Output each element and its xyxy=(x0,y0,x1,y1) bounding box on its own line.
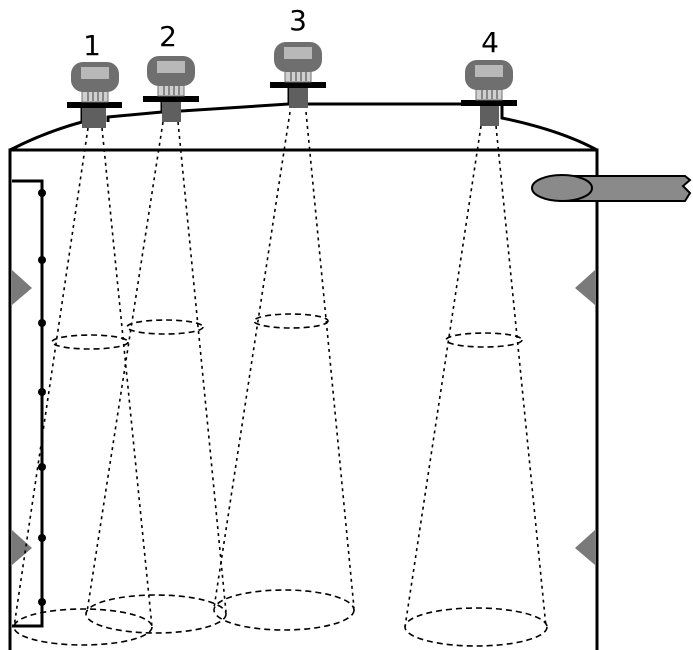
radar-level-sensor-icon xyxy=(71,62,119,103)
sensor-4: 4 xyxy=(461,26,517,126)
sensor-3: 3 xyxy=(270,4,326,108)
probe-dot xyxy=(38,598,46,606)
beam-1-bottom-ellipse xyxy=(13,608,153,646)
baffle-triangle-icon xyxy=(575,530,595,565)
pipe-body xyxy=(559,175,692,202)
beam-1-left-edge xyxy=(13,127,89,628)
baffle-triangle-icon xyxy=(12,530,32,565)
sensor-2-window xyxy=(157,61,185,73)
sensor-3-nozzle xyxy=(289,84,308,108)
stilling-pipe xyxy=(12,179,46,628)
wall-baffles xyxy=(12,270,595,565)
probe-dot xyxy=(38,534,46,542)
inlet-pipe-icon xyxy=(531,174,692,202)
sensor-1-flange xyxy=(67,102,122,108)
beam-3-left-edge xyxy=(213,111,291,609)
probe-dot xyxy=(38,189,46,197)
sensor-1-window xyxy=(81,67,109,79)
beam-3-right-edge xyxy=(305,111,355,609)
tank-wall xyxy=(8,148,599,650)
sensor-2-label: 2 xyxy=(159,20,177,53)
tank-roof xyxy=(9,86,598,152)
beam-3-bottom-ellipse xyxy=(213,589,355,631)
sensor-3-flange xyxy=(270,82,326,88)
beam-2-left-edge xyxy=(86,121,164,613)
beam-3-mid-ellipse xyxy=(253,313,329,329)
beam-4-mid-ellipse xyxy=(445,332,523,348)
sensor-2: 2 xyxy=(143,20,199,122)
radar-level-sensor-icon xyxy=(274,42,322,83)
beam-2-right-edge xyxy=(177,121,227,613)
beam-2-bottom-ellipse xyxy=(85,594,227,634)
probe-dot xyxy=(38,256,46,264)
beam-2-mid-ellipse xyxy=(126,319,204,335)
sensor-2-flange xyxy=(143,96,199,102)
radar-beams xyxy=(13,111,548,647)
beam-1-right-edge xyxy=(101,127,153,628)
beam-4-left-edge xyxy=(404,125,482,628)
probe-dot xyxy=(38,319,46,327)
stilling-pipe-outline xyxy=(12,179,44,628)
probe-dot xyxy=(38,463,46,471)
sensor-1: 1 xyxy=(67,29,122,128)
baffle-triangle-icon xyxy=(575,270,595,305)
probe-dot xyxy=(38,388,46,396)
sensor-4-label: 4 xyxy=(481,26,499,59)
sensor-3-label: 3 xyxy=(289,4,307,37)
sensor-2-nozzle xyxy=(162,100,181,122)
baffle-triangle-icon xyxy=(12,270,32,305)
radar-level-sensor-icon xyxy=(147,56,195,97)
beam-1-mid-ellipse xyxy=(51,334,129,350)
pipe-opening xyxy=(531,174,593,202)
tank xyxy=(8,86,599,650)
sensor-4-window xyxy=(475,65,503,77)
sensor-4-flange xyxy=(461,100,517,106)
sensor-1-label: 1 xyxy=(83,29,101,62)
sensor-3-window xyxy=(284,47,312,59)
beam-4-right-edge xyxy=(495,125,547,628)
radar-level-sensor-icon xyxy=(465,60,513,101)
sensor-4-nozzle xyxy=(480,104,499,126)
beam-4-bottom-ellipse xyxy=(404,607,548,647)
